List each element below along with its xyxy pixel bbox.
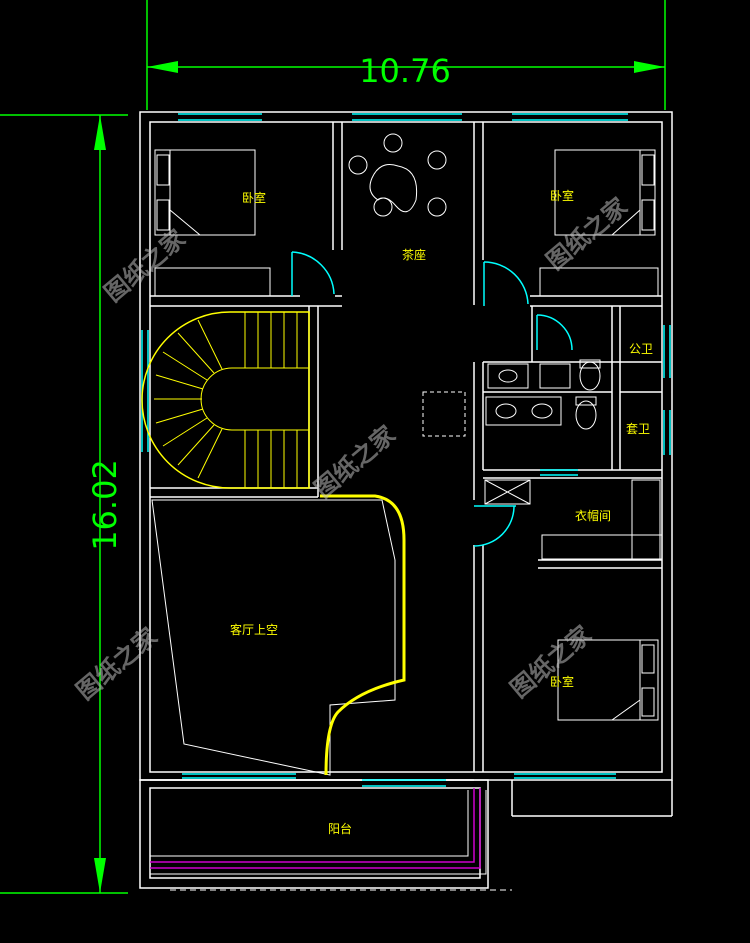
watermark: 图纸之家 <box>71 622 163 705</box>
furniture <box>154 133 663 721</box>
watermark: 图纸之家 <box>505 620 597 703</box>
living-void-label: 客厅上空 <box>230 622 278 637</box>
spiral-stair <box>141 311 310 489</box>
bedroom-ne-label: 卧室 <box>550 188 574 203</box>
living-void-outline <box>151 494 406 776</box>
bedroom-nw-label: 卧室 <box>242 190 266 205</box>
watermark: 图纸之家 <box>309 420 401 503</box>
width-dimension-label: 10.76 <box>359 52 451 90</box>
balcony-label: 阳台 <box>328 821 352 836</box>
doors <box>291 251 573 547</box>
dimension-lines <box>0 0 666 894</box>
balcony-rail-inner <box>150 790 487 875</box>
height-dimension-label: 16.02 <box>86 459 124 551</box>
ensuite-bath-label: 套卫 <box>626 422 650 436</box>
public-bath-label: 公卫 <box>629 342 653 356</box>
cloakroom-label: 衣帽间 <box>575 508 611 523</box>
bedroom-se-label: 卧室 <box>550 674 574 689</box>
balcony-rail <box>150 788 481 869</box>
watermark: 图纸之家 <box>99 224 191 307</box>
tea-room-label: 茶座 <box>402 247 426 262</box>
